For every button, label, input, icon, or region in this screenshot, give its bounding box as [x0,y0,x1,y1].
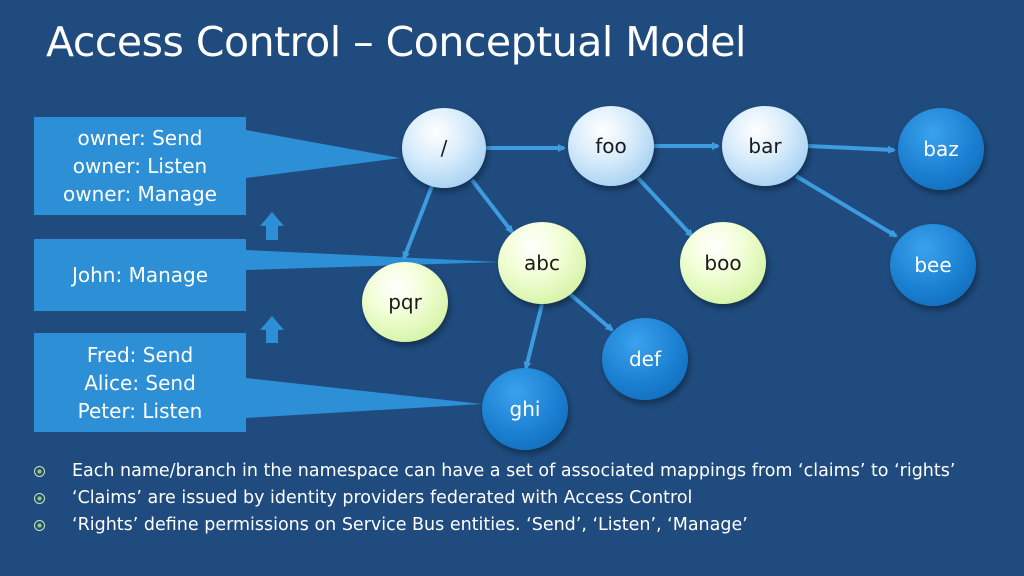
node-ghi: ghi [482,368,568,450]
rule-box-fred-line-3: Peter: Listen [77,398,203,423]
up-arrow-2 [260,316,284,343]
rule-box-owner-line-3: owner: Manage [63,182,217,206]
edge-root-abc [470,178,514,234]
rule-box-john: John: Manage [34,239,246,311]
callout-fred [246,378,482,418]
bullet-icon [34,493,45,504]
bullet-icon [34,520,45,531]
rule-box-owner-line-2: owner: Listen [72,154,208,178]
bullet-text: ‘Rights’ define permissions on Service B… [72,515,748,535]
rule-box-owner: owner: Send owner: Listen owner: Manage [34,117,246,215]
edge-root-pqr [402,185,434,260]
bullet-item: ‘Rights’ define permissions on Service B… [34,512,994,539]
rule-box-fred-line-1: Fred: Send [86,342,194,367]
callout-owner [246,130,400,178]
edge-abc-ghi [523,303,544,370]
slide-title: Access Control – Conceptual Model [46,18,746,66]
rule-box-owner-line-1: owner: Send [77,126,203,150]
bullet-text: Each name/branch in the namespace can ha… [72,461,956,481]
node-def: def [602,318,688,400]
callout-john [246,250,500,270]
node-baz: baz [898,108,984,190]
bullet-item: ‘Claims’ are issued by identity provider… [34,485,994,512]
edge-bar-baz [807,144,896,154]
rule-box-fred: Fred: Send Alice: Send Peter: Listen [34,333,246,432]
node-pqr: pqr [362,262,448,342]
bullet-list: Each name/branch in the namespace can ha… [34,458,994,539]
bullet-item: Each name/branch in the namespace can ha… [34,458,994,485]
up-arrow-1 [260,212,284,240]
edge-abc-def [568,292,614,332]
node-abc: abc [498,222,586,304]
rule-box-fred-line-2: Alice: Send [84,370,196,395]
node-bee: bee [890,224,976,306]
rule-box-john-line-1: John: Manage [71,263,209,287]
edge-foo-boo [636,176,694,238]
node-bar: bar [722,106,808,186]
node-boo: boo [680,222,766,304]
bullet-text: ‘Claims’ are issued by identity provider… [72,488,693,508]
edge-bar-bee [794,174,898,238]
node-foo: foo [568,106,654,186]
node-root: / [402,108,486,188]
bullet-icon [34,466,45,477]
